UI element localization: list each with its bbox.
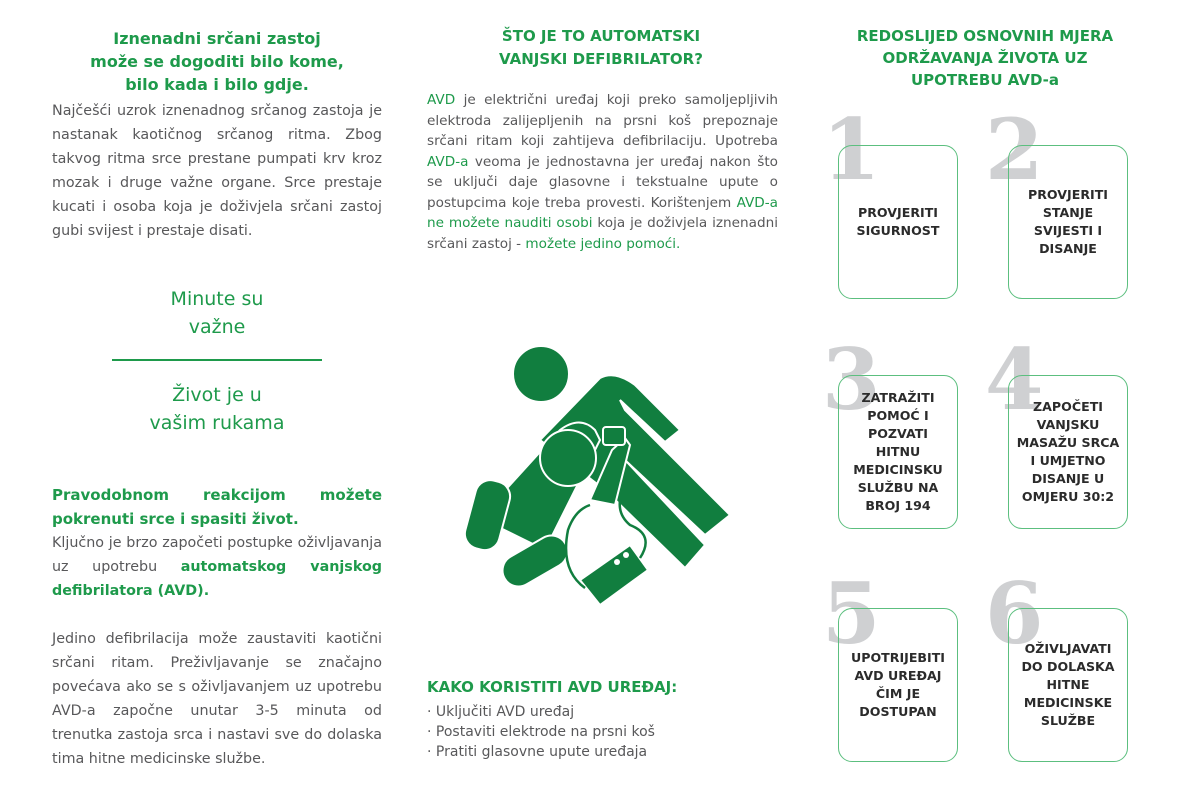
title-line: UPOTREBU AVD-a bbox=[910, 71, 1060, 89]
slogan-line: vašim rukama bbox=[149, 412, 285, 434]
list-item: Postaviti elektrode na prsni koš bbox=[427, 722, 777, 742]
list-item: Pratiti glasovne upute uređaja bbox=[427, 742, 777, 762]
title-line: VANJSKI DEFIBRILATOR? bbox=[499, 50, 703, 68]
list-item: Uključiti AVD uređaj bbox=[427, 702, 777, 722]
step-card: ZAPOČETI VANJSKU MASAŽU SRCA I UMJETNO D… bbox=[1008, 375, 1128, 529]
step-card: PROVJERITI STANJE SVIJESTI I DISANJE bbox=[1008, 145, 1128, 299]
electrode-pad-icon bbox=[602, 426, 626, 446]
final-text: Jedino defibrilacija može zaustaviti kao… bbox=[52, 631, 382, 767]
rescuer-head-icon bbox=[512, 345, 570, 403]
text: veoma je jednostavna jer uređaj nakon št… bbox=[427, 153, 778, 211]
step-card: OŽIVLJAVATI DO DOLASKA HITNE MEDICINSKE … bbox=[1008, 608, 1128, 762]
headline-line: Iznenadni srčani zastoj bbox=[113, 29, 321, 48]
aed-highlight: automatskog vanjskog defibrilatora (AVD)… bbox=[52, 559, 382, 599]
reaction-heading: Pravodobnom reakcijom možete pokrenuti s… bbox=[52, 486, 382, 528]
title-line: REDOSLIJED OSNOVNIH MJERA bbox=[856, 27, 1114, 45]
intro-text: Najčešći uzrok iznenadnog srčanog zastoj… bbox=[52, 103, 382, 239]
reaction-text-plain: Ključno je brzo započeti postupke oživlj… bbox=[52, 535, 382, 575]
patient-head-icon bbox=[539, 429, 597, 487]
step-card: UPOTRIJEBITI AVD UREĐAJ ČIM JE DOSTUPAN bbox=[838, 608, 958, 762]
highlight: AVD bbox=[427, 92, 456, 108]
highlight: AVD-a ne možete nauditi osobi bbox=[427, 194, 778, 232]
aed-description: AVD je električni uređaj koji preko samo… bbox=[427, 90, 778, 254]
electrode-cable-icon bbox=[564, 499, 647, 590]
aed-device-icon bbox=[578, 543, 650, 607]
headline-line: može se dogoditi bilo kome, bbox=[90, 52, 344, 71]
slogan-line: Život je u bbox=[172, 384, 262, 406]
title-line: ŠTO JE TO AUTOMATSKI bbox=[501, 27, 701, 45]
headline-line: bilo kada i bilo gdje. bbox=[125, 75, 309, 94]
text: je električni uređaj koji preko samoljep… bbox=[427, 92, 778, 149]
text: koja je doživjela iznenadni srčani zasto… bbox=[427, 215, 778, 252]
howto-title: KAKO KORISTITI AVD UREĐAJ: bbox=[427, 678, 678, 696]
slogan-life: Život je u vašim rukama bbox=[112, 381, 322, 437]
divider bbox=[112, 359, 322, 361]
slogan-minutes: Minute su važne bbox=[112, 285, 322, 341]
slogan-line: važne bbox=[188, 316, 246, 338]
steps-title: REDOSLIJED OSNOVNIH MJERA ODRŽAVANJA ŽIV… bbox=[820, 25, 1150, 91]
rescuer-arm-icon bbox=[588, 436, 632, 507]
cpr-aed-illustration bbox=[463, 345, 732, 607]
highlight: AVD-a bbox=[427, 153, 469, 170]
reaction-text: Ključno je brzo započeti postupke oživlj… bbox=[52, 531, 382, 603]
left-headline: Iznenadni srčani zastoj može se dogoditi… bbox=[50, 27, 384, 96]
patient-leg-icon bbox=[463, 479, 512, 552]
title-line: ODRŽAVANJA ŽIVOTA UZ bbox=[882, 49, 1088, 67]
step-card: ZATRAŽITI POMOĆ I POZVATI HITNU MEDICINS… bbox=[838, 375, 958, 529]
highlight: možete jedino pomoći. bbox=[525, 235, 681, 252]
howto-section: KAKO KORISTITI AVD UREĐAJ: Uključiti AVD… bbox=[427, 678, 777, 762]
aed-title: ŠTO JE TO AUTOMATSKI VANJSKI DEFIBRILATO… bbox=[420, 25, 782, 71]
step-card: PROVJERITI SIGURNOST bbox=[838, 145, 958, 299]
slogan-line: Minute su bbox=[170, 288, 264, 310]
howto-list: Uključiti AVD uređaj Postaviti elektrode… bbox=[427, 702, 777, 762]
